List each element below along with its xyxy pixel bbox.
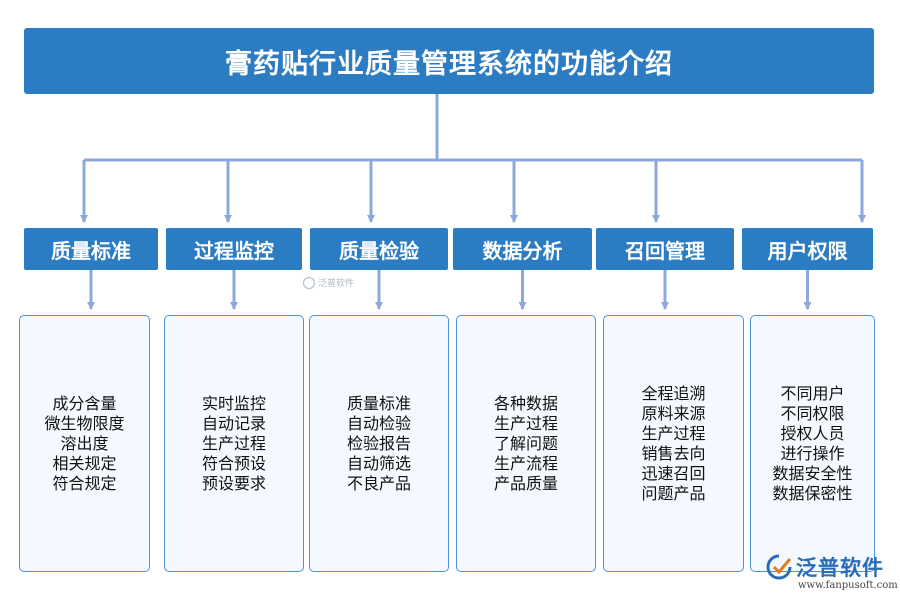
feature-card: 不同用户不同权限授权人员进行操作数据安全性数据保密性 <box>750 315 875 572</box>
category-box: 质量标准 <box>24 228 158 270</box>
feature-item: 生产过程 <box>201 433 266 453</box>
brand-name: 泛普软件 <box>796 556 884 580</box>
category-box: 召回管理 <box>596 228 734 270</box>
category-box: 数据分析 <box>453 228 592 270</box>
brand-url: www.fanpusoft.com <box>798 580 898 591</box>
brand-logo-icon <box>766 554 792 580</box>
watermark-center-text: 泛普软件 <box>318 279 355 289</box>
watermark-brand: 泛普软件 www.fanpusoft.com <box>766 552 898 594</box>
diagram-title: 膏药贴行业质量管理系统的功能介绍 <box>24 28 874 94</box>
feature-item: 数据安全性 <box>772 463 853 483</box>
category-box: 过程监控 <box>166 228 302 270</box>
feature-item: 产品质量 <box>493 473 558 493</box>
category-box: 质量检验 <box>310 228 448 270</box>
feature-item: 了解问题 <box>493 433 558 453</box>
feature-item: 自动检验 <box>346 413 411 433</box>
feature-item: 全程追溯 <box>641 383 706 403</box>
feature-item: 检验报告 <box>346 433 411 453</box>
feature-item: 数据保密性 <box>772 483 853 503</box>
feature-item: 自动记录 <box>201 413 266 433</box>
feature-card: 实时监控自动记录生产过程符合预设预设要求 <box>164 315 304 572</box>
feature-item: 质量标准 <box>346 393 411 413</box>
feature-item: 自动筛选 <box>346 453 411 473</box>
feature-item: 生产过程 <box>641 423 706 443</box>
watermark-logo-center: 泛普软件 <box>303 276 354 289</box>
feature-item: 不同用户 <box>780 383 845 403</box>
feature-item: 不良产品 <box>346 473 411 493</box>
feature-card: 全程追溯原料来源生产过程销售去向迅速召回问题产品 <box>603 315 744 572</box>
feature-item: 符合预设 <box>201 453 266 473</box>
feature-card: 成分含量微生物限度溶出度相关规定符合规定 <box>19 315 150 572</box>
feature-item: 各种数据 <box>493 393 558 413</box>
feature-item: 符合规定 <box>52 473 117 493</box>
feature-item: 不同权限 <box>780 403 845 423</box>
feature-item: 迅速召回 <box>641 463 706 483</box>
feature-item: 生产流程 <box>493 453 558 473</box>
feature-item: 实时监控 <box>201 393 266 413</box>
feature-item: 微生物限度 <box>44 413 125 433</box>
feature-card: 各种数据生产过程了解问题生产流程产品质量 <box>456 315 596 572</box>
feature-item: 生产过程 <box>493 413 558 433</box>
feature-item: 溶出度 <box>60 433 109 453</box>
feature-item: 成分含量 <box>52 393 117 413</box>
feature-item: 相关规定 <box>52 453 117 473</box>
feature-item: 销售去向 <box>641 443 706 463</box>
feature-item: 预设要求 <box>201 473 266 493</box>
category-box: 用户权限 <box>742 228 873 270</box>
feature-item: 问题产品 <box>641 483 706 503</box>
feature-item: 原料来源 <box>641 403 706 423</box>
feature-card: 质量标准自动检验检验报告自动筛选不良产品 <box>309 315 449 572</box>
feature-item: 授权人员 <box>780 423 845 443</box>
feature-item: 进行操作 <box>780 443 845 463</box>
brand-logo-icon <box>303 276 315 289</box>
